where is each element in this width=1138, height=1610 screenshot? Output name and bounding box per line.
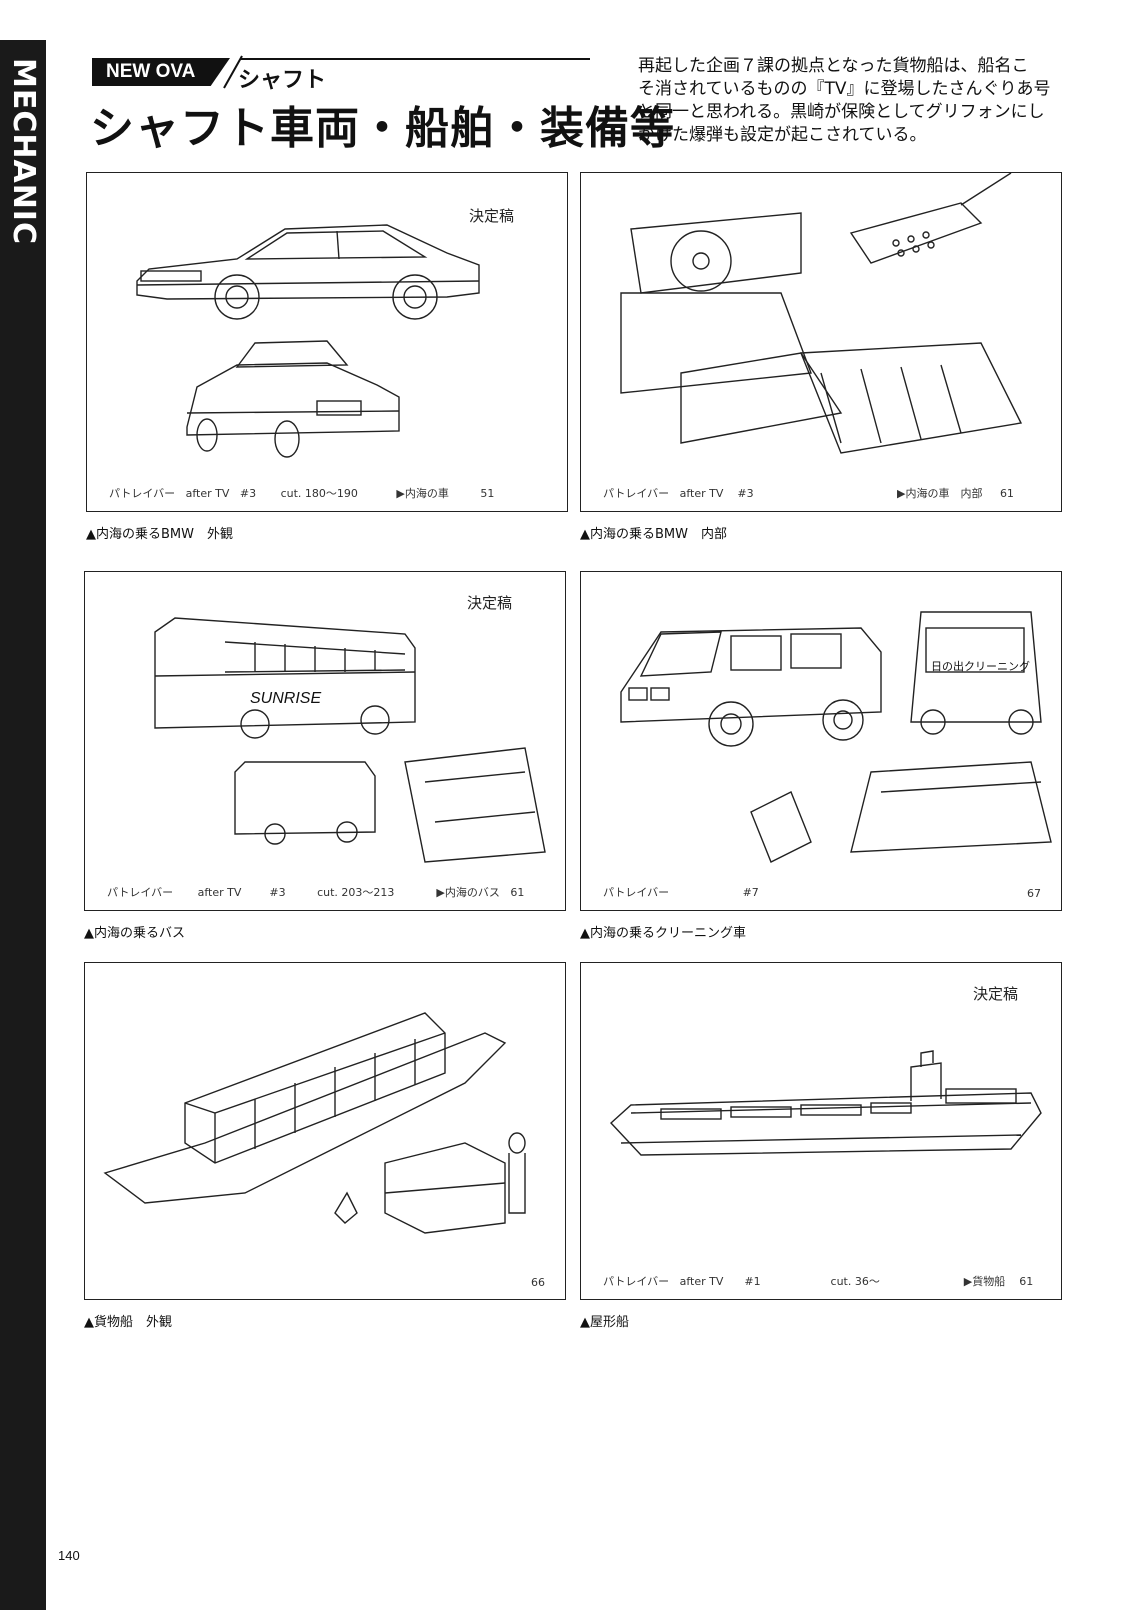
intro-line: そ消されているものの『TV』に登場したさんぐりあ号	[638, 79, 1051, 99]
footer-series: パトレイバー	[603, 1275, 670, 1288]
footer-series: パトレイバー	[603, 886, 670, 899]
caption-ship: ▲屋形船	[580, 1315, 629, 1330]
footer-page: 61	[510, 886, 525, 899]
panel-bmw-exterior: 決定稿 パトレイバー after TV #3 cut. 180～190 ▶内海の…	[86, 172, 568, 512]
footer-cut: cut. 203～213	[317, 886, 395, 899]
intro-line: かけた爆弾も設定が起こされている。	[638, 125, 927, 145]
panel-footer: パトレイバー after TV #3 cut. 180～190 ▶内海の車 51	[109, 485, 494, 501]
stamp-final-draft: 決定稿	[973, 985, 1019, 1003]
panel-footer: パトレイバー after TV #1 cut. 36～ ▶貨物船 61	[603, 1273, 1033, 1289]
van-sketch	[620, 611, 1052, 863]
caption-cleaning-van: ▲内海の乗るクリーニング車	[580, 926, 746, 941]
footer-page: 51	[480, 487, 495, 500]
header-slash-decoration	[223, 55, 243, 89]
interior-sketch	[620, 173, 1023, 454]
intro-line: 再起した企画７課の拠点となった貨物船は、船名こ	[638, 56, 1029, 76]
stamp-final-draft: 決定稿	[469, 207, 515, 225]
panel-footer: パトレイバー #7	[603, 884, 759, 900]
stamp-final-draft: 決定稿	[467, 594, 513, 612]
panel-footer: パトレイバー after TV #3 ▶内海の車 内部 61	[603, 485, 1014, 501]
spine-bar	[0, 40, 46, 1610]
footer-series: パトレイバー	[603, 487, 670, 500]
header-rule	[240, 58, 590, 60]
panel-bus: SUNRISE 決定稿 パトレイバー after TV #3 cut. 203～…	[84, 571, 566, 911]
footer-after-tv: after TV	[185, 487, 230, 500]
footer-episode: #7	[742, 886, 759, 899]
panel-ship: 決定稿 パトレイバー after TV #1 cut. 36～ ▶貨物船 61	[580, 962, 1062, 1300]
footer-after-tv: after TV	[679, 487, 724, 500]
footer-page: 61	[999, 487, 1014, 500]
page-title: シャフト車両・船舶・装備等	[90, 103, 675, 154]
footer-after-tv: after TV	[679, 1275, 724, 1288]
sedan-sketch	[136, 224, 480, 458]
footer-episode: #3	[269, 886, 286, 899]
bus-side-text: SUNRISE	[250, 690, 322, 707]
panel-footer: パトレイバー after TV #3 cut. 203～213 ▶内海のバス 6…	[107, 884, 524, 900]
panel-boat: 66	[84, 962, 566, 1300]
footer-after-tv: after TV	[197, 886, 242, 899]
ship-sketch	[610, 1050, 1042, 1156]
footer-label: ▶内海の車 内部	[896, 487, 983, 500]
bus-sketch	[154, 617, 546, 863]
van-rear-text: 日の出クリーニング	[931, 660, 1030, 673]
footer-page: 66	[531, 1276, 545, 1289]
caption-bmw-interior: ▲内海の乗るBMW 内部	[580, 527, 727, 542]
footer-episode: #3	[239, 487, 257, 500]
footer-series: パトレイバー	[107, 886, 174, 899]
footer-label: ▶内海の車	[396, 487, 449, 500]
footer-page: 61	[1019, 1275, 1034, 1288]
spine-label: MECHANIC	[6, 58, 41, 245]
footer-label: ▶貨物船	[963, 1275, 1006, 1288]
footer-label: ▶内海のバス	[436, 886, 500, 899]
footer-series: パトレイバー	[109, 487, 176, 500]
panel-cleaning-van: 日の出クリーニング パトレイバー #7 67	[580, 571, 1062, 911]
new-ova-badge: NEW OVA	[92, 58, 230, 86]
caption-bus: ▲内海の乗るバス	[84, 926, 185, 941]
footer-cut: cut. 36～	[830, 1275, 880, 1288]
boat-sketch	[103, 1012, 526, 1234]
footer-episode: #1	[744, 1275, 761, 1288]
caption-boat: ▲貨物船 外観	[84, 1315, 172, 1330]
panel-bmw-interior: パトレイバー after TV #3 ▶内海の車 内部 61	[580, 172, 1062, 512]
footer-cut: cut. 180～190	[280, 487, 358, 500]
intro-text: 再起した企画７課の拠点となった貨物船は、船名こ そ消されているものの『TV』に登…	[638, 55, 1078, 147]
footer-episode: #3	[737, 487, 754, 500]
caption-bmw-exterior: ▲内海の乗るBMW 外観	[86, 527, 233, 542]
series-label: シャフト	[238, 68, 327, 93]
page-number: 140	[58, 1548, 80, 1563]
footer-page: 67	[1027, 887, 1041, 900]
intro-line: と同一と思われる。黒崎が保険としてグリフォンにし	[638, 102, 1045, 122]
